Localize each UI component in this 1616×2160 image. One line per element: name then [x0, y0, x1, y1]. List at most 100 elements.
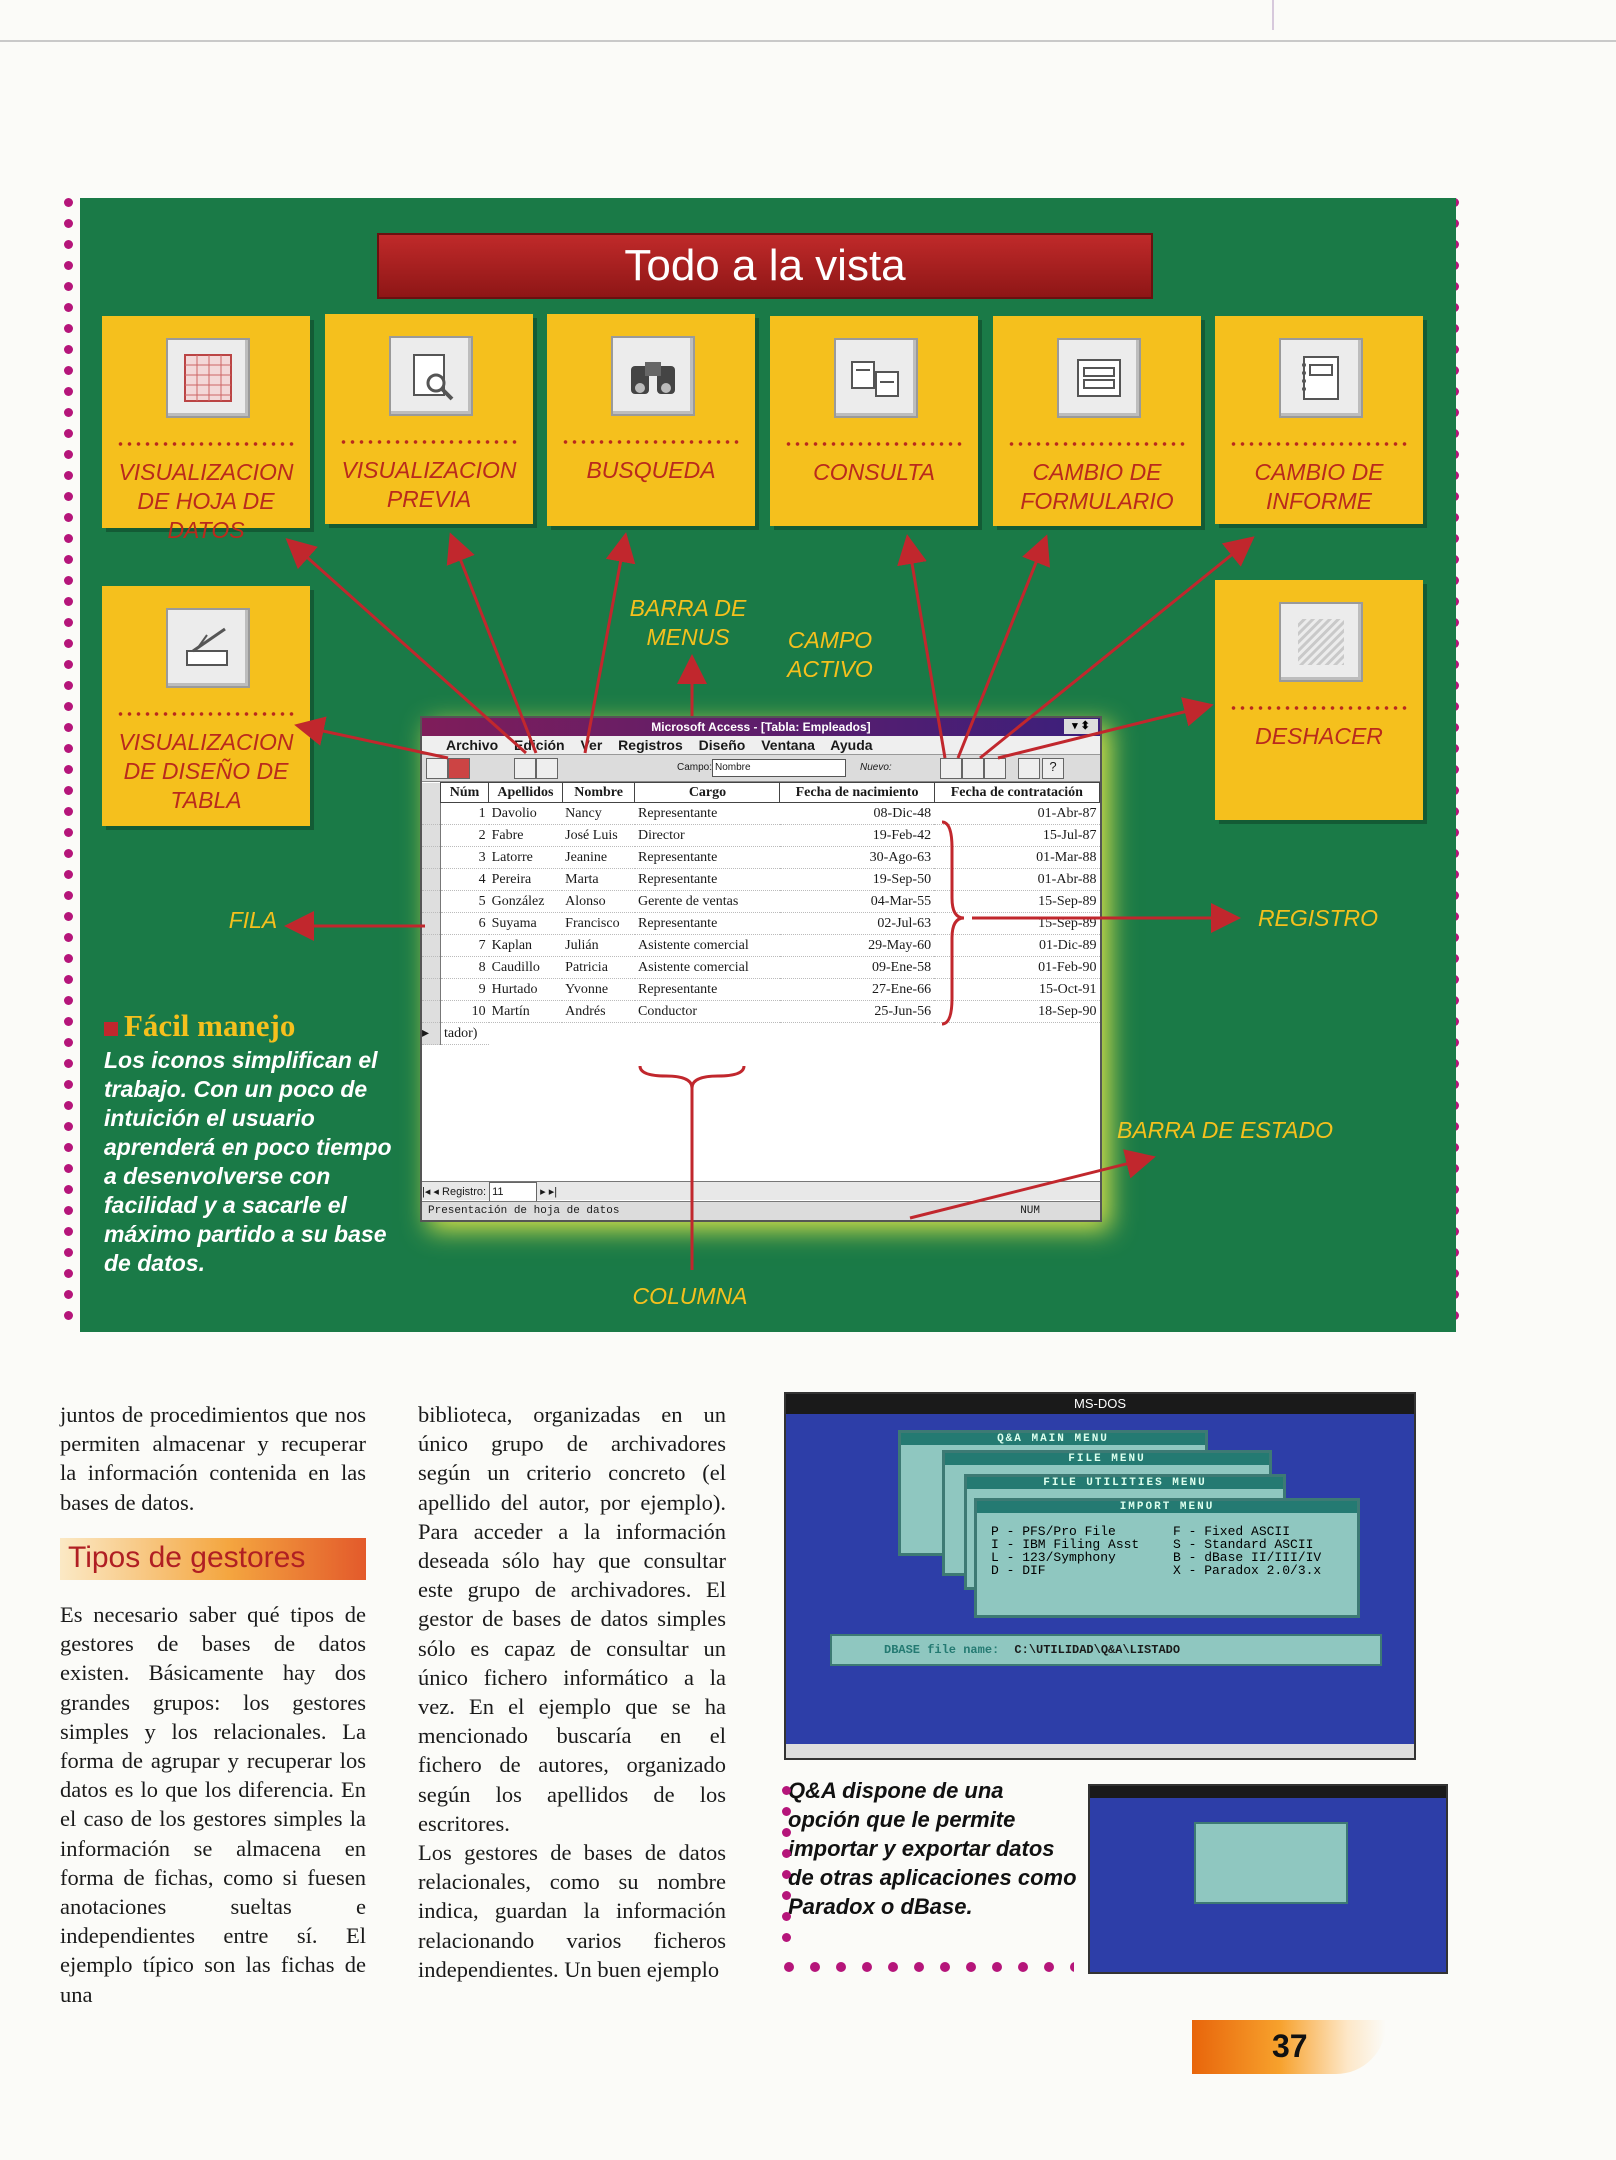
table-cell[interactable]: 25-Jun-56 — [779, 1000, 935, 1023]
table-cell[interactable]: José Luis — [562, 824, 635, 847]
col-nombre[interactable]: Nombre — [561, 782, 636, 803]
table-cell[interactable]: 01-Abr-87 — [934, 802, 1100, 825]
campo-select[interactable]: Nombre — [712, 759, 846, 777]
table-cell[interactable]: 9 — [440, 978, 489, 1001]
print-preview-button[interactable] — [514, 758, 536, 779]
nav-first-button[interactable]: |◂ ◂ — [422, 1186, 443, 1198]
table-cell[interactable]: Asistente comercial — [634, 934, 780, 957]
undo-button[interactable] — [1018, 758, 1040, 779]
new-record-row[interactable]: ▸tador) — [422, 1022, 1100, 1045]
table-cell[interactable]: 1 — [440, 802, 489, 825]
table-cell[interactable]: Fabre — [488, 824, 563, 847]
table-cell[interactable]: 01-Mar-88 — [934, 846, 1100, 869]
table-cell[interactable]: tador) — [440, 1022, 489, 1045]
row-selector[interactable] — [422, 868, 441, 891]
form-button[interactable] — [962, 758, 984, 779]
table-cell[interactable]: Representante — [634, 868, 780, 891]
table-cell[interactable]: Gerente de ventas — [634, 890, 780, 913]
col-fecha-nacimiento[interactable]: Fecha de nacimiento — [779, 782, 935, 803]
table-cell[interactable]: 3 — [440, 846, 489, 869]
row-selector[interactable] — [422, 956, 441, 979]
find-button[interactable] — [536, 758, 558, 779]
table-cell[interactable]: 2 — [440, 824, 489, 847]
table-cell[interactable]: Davolio — [488, 802, 563, 825]
nav-record-input[interactable]: 11 — [489, 1182, 538, 1202]
col-apellidos[interactable]: Apellidos — [488, 782, 563, 803]
menu-registros[interactable]: Registros — [618, 737, 683, 753]
menu-diseno[interactable]: Diseño — [698, 737, 746, 753]
table-cell[interactable]: 15-Sep-89 — [934, 890, 1100, 913]
table-cell[interactable]: 10 — [440, 1000, 489, 1023]
table-cell[interactable]: 29-May-60 — [779, 934, 935, 957]
table-cell[interactable]: Kaplan — [488, 934, 563, 957]
query-button[interactable] — [940, 758, 962, 779]
table-cell[interactable]: Julián — [562, 934, 635, 957]
table-cell[interactable]: Representante — [634, 802, 780, 825]
col-num[interactable]: Núm — [439, 782, 490, 803]
table-cell[interactable]: Pereira — [488, 868, 563, 891]
row-selector[interactable]: ▸ — [422, 1022, 441, 1045]
row-selector[interactable] — [422, 934, 441, 957]
table-cell[interactable]: Caudillo — [488, 956, 563, 979]
table-cell[interactable]: 01-Feb-90 — [934, 956, 1100, 979]
table-cell[interactable]: Marta — [562, 868, 635, 891]
table-cell[interactable]: Latorre — [488, 846, 563, 869]
design-view-button[interactable] — [426, 758, 448, 779]
menu-ver[interactable]: Ver — [580, 737, 603, 753]
table-cell[interactable]: Francisco — [562, 912, 635, 935]
table-cell[interactable]: 19-Sep-50 — [779, 868, 935, 891]
table-cell[interactable]: 6 — [440, 912, 489, 935]
dos-scrollbar[interactable] — [786, 1744, 1414, 1758]
table-cell[interactable]: Representante — [634, 978, 780, 1001]
table-cell[interactable]: Jeanine — [562, 846, 635, 869]
col-cargo[interactable]: Cargo — [634, 782, 781, 803]
table-cell[interactable]: 08-Dic-48 — [779, 802, 935, 825]
table-cell[interactable]: 15-Oct-91 — [934, 978, 1100, 1001]
menu-ayuda[interactable]: Ayuda — [830, 737, 873, 753]
table-cell[interactable]: 7 — [440, 934, 489, 957]
table-cell[interactable]: Representante — [634, 846, 780, 869]
table-cell[interactable]: González — [488, 890, 563, 913]
table-cell[interactable]: 01-Abr-88 — [934, 868, 1100, 891]
menu-ventana[interactable]: Ventana — [761, 737, 815, 753]
row-selector[interactable] — [422, 1000, 441, 1023]
nav-last-button[interactable]: ▸ ▸| — [540, 1186, 558, 1198]
dbase-filename-field[interactable]: DBASE file name: C:\UTILIDAD\Q&A\LISTADO — [830, 1634, 1382, 1666]
table-cell[interactable]: 27-Ene-66 — [779, 978, 935, 1001]
table-cell[interactable]: 18-Sep-90 — [934, 1000, 1100, 1023]
table-cell[interactable]: Director — [634, 824, 780, 847]
menu-archivo[interactable]: Archivo — [446, 737, 499, 753]
table-cell[interactable]: 01-Dic-89 — [934, 934, 1100, 957]
row-selector[interactable] — [422, 890, 441, 913]
table-cell[interactable]: 15-Jul-87 — [934, 824, 1100, 847]
menu-edicion[interactable]: Edición — [514, 737, 565, 753]
report-button[interactable] — [984, 758, 1006, 779]
table-cell[interactable]: 5 — [440, 890, 489, 913]
table-cell[interactable]: Martín — [488, 1000, 563, 1023]
table-cell[interactable]: 30-Ago-63 — [779, 846, 935, 869]
table-cell[interactable]: Asistente comercial — [634, 956, 780, 979]
table-cell[interactable]: Yvonne — [562, 978, 635, 1001]
help-button[interactable]: ? — [1042, 758, 1064, 779]
table-cell[interactable]: 19-Feb-42 — [779, 824, 935, 847]
row-selector[interactable] — [422, 846, 441, 869]
row-selector[interactable] — [422, 978, 441, 1001]
row-selector[interactable] — [422, 912, 441, 935]
col-fecha-contratacion[interactable]: Fecha de contratación — [933, 782, 1101, 803]
table-cell[interactable]: Hurtado — [488, 978, 563, 1001]
window-controls[interactable]: ▾ ⬍ — [1064, 719, 1098, 734]
row-selector[interactable] — [422, 802, 441, 825]
table-cell[interactable]: Andrés — [562, 1000, 635, 1023]
table-cell[interactable]: 4 — [440, 868, 489, 891]
table-cell[interactable]: 15-Sep-89 — [934, 912, 1100, 935]
row-selector[interactable] — [422, 824, 441, 847]
